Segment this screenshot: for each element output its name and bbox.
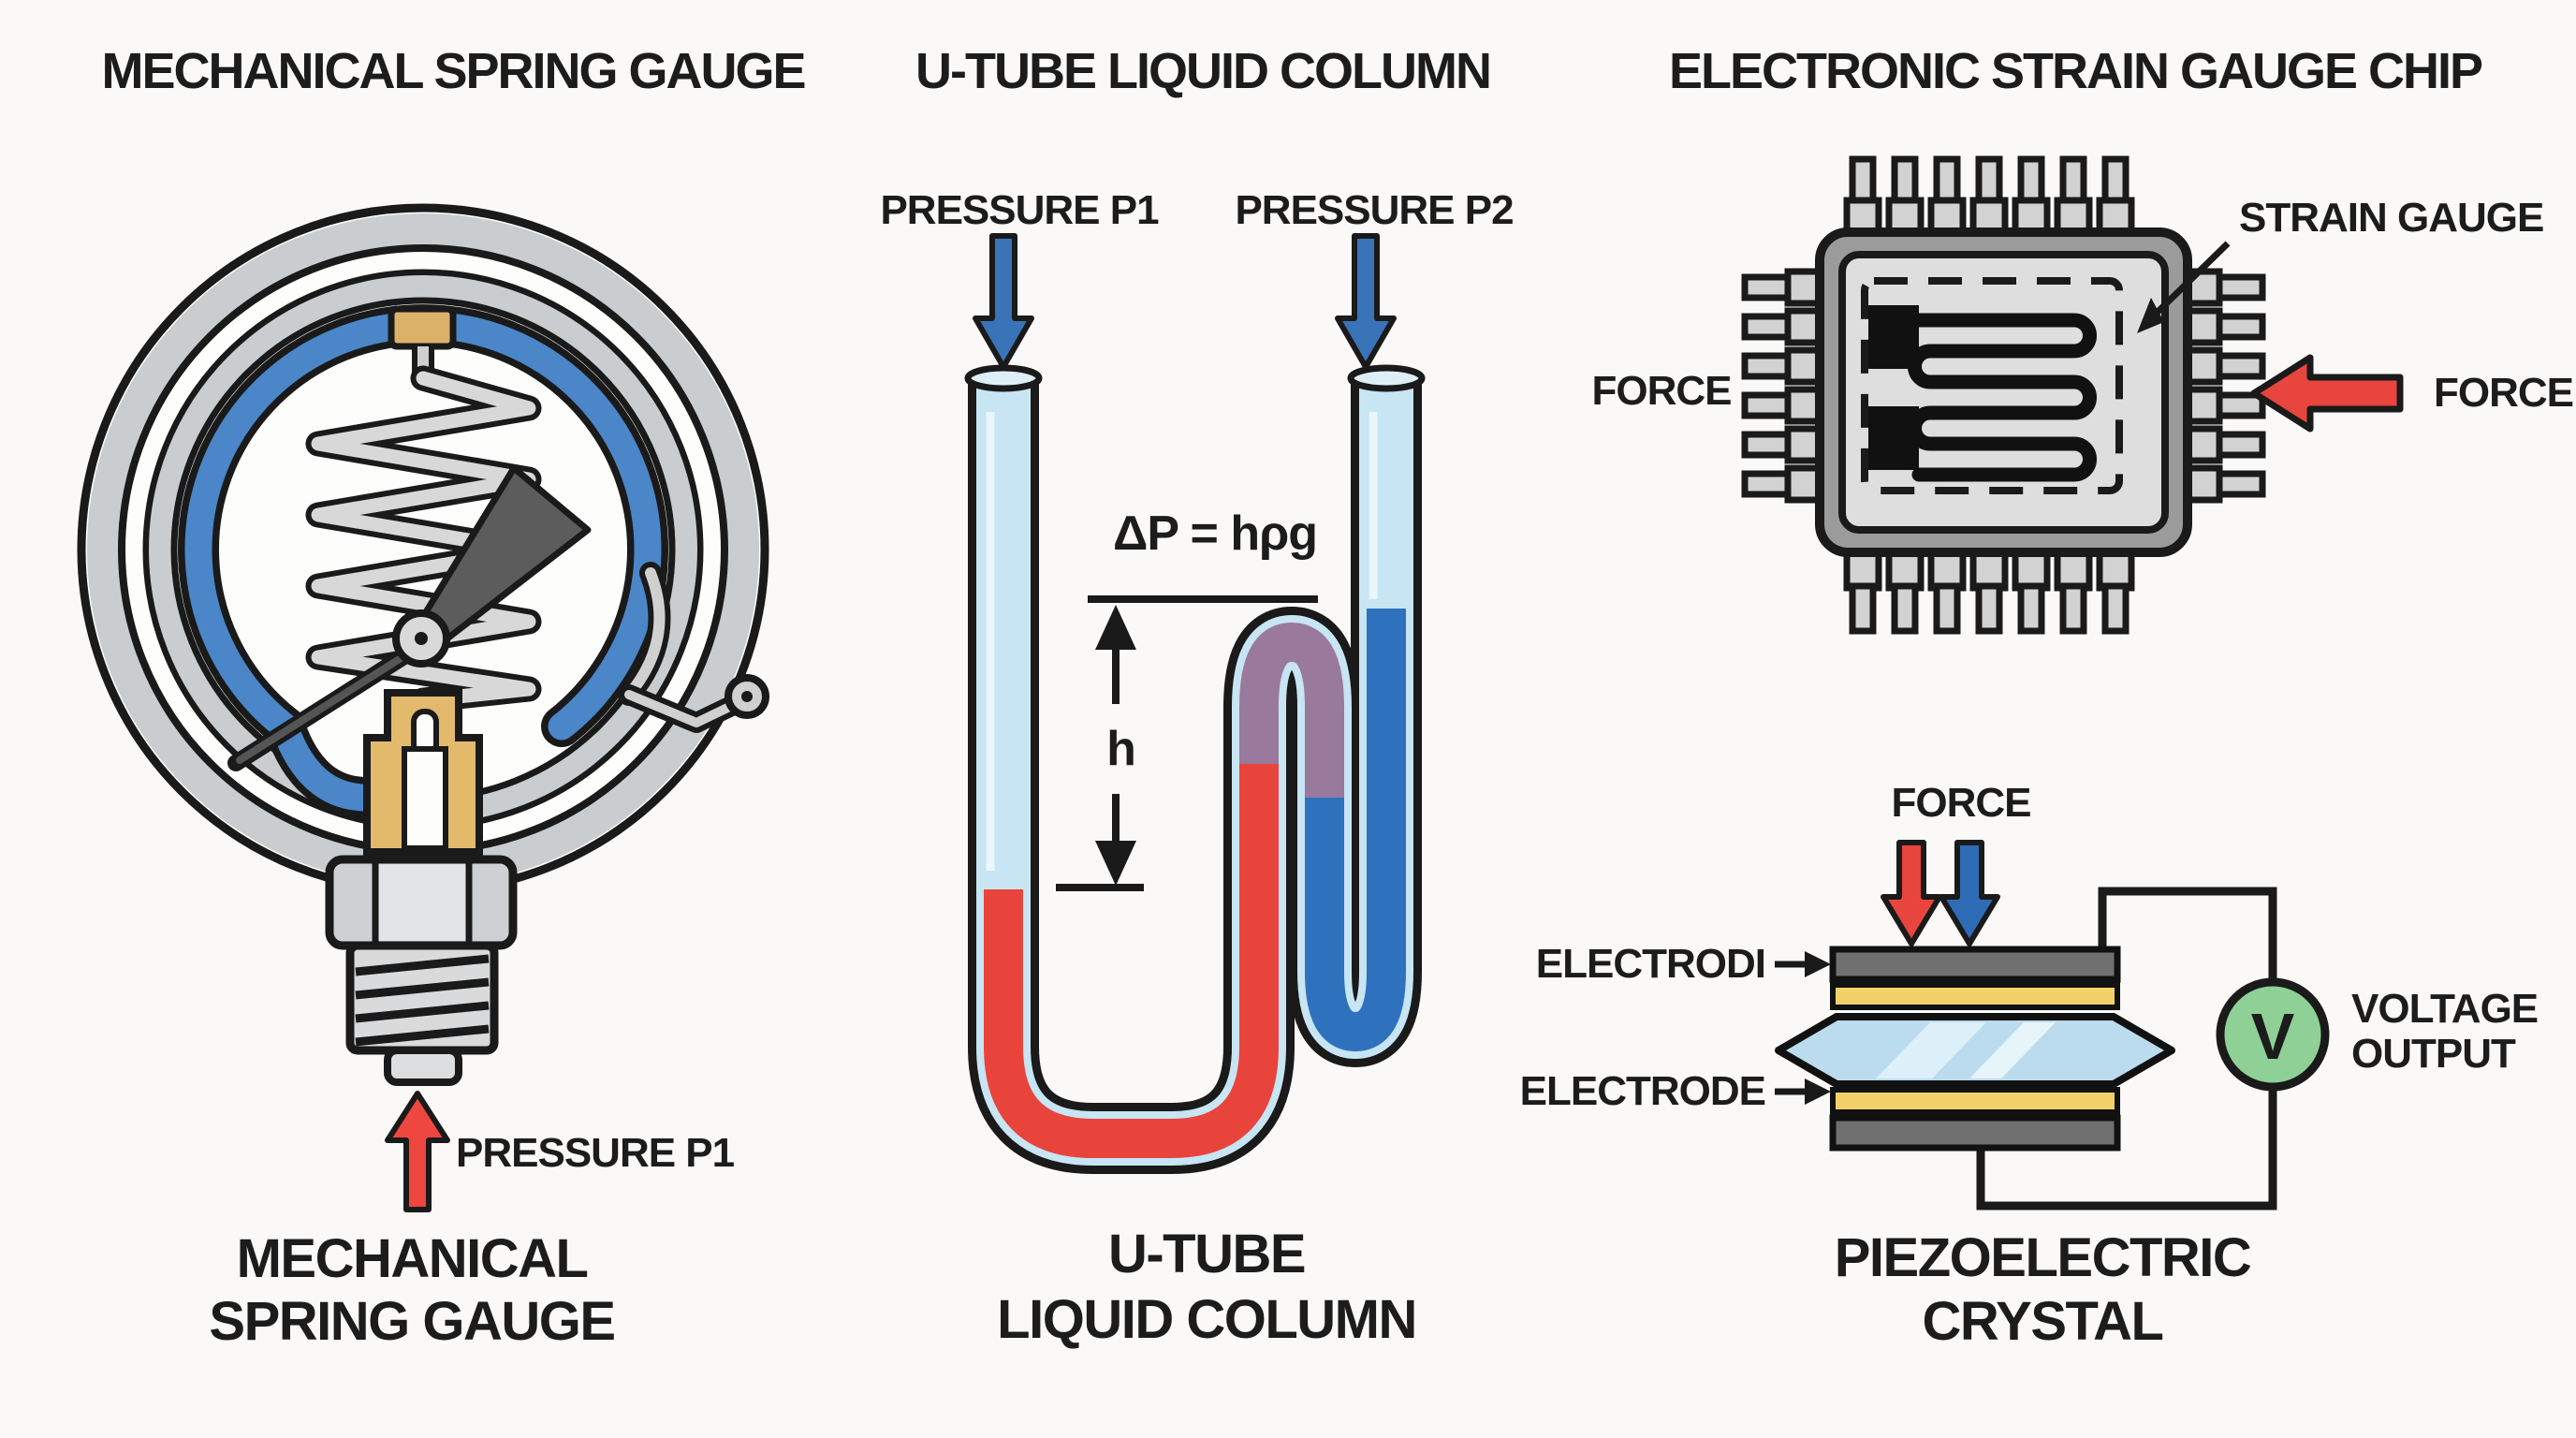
utube-caption-line1: U-TUBE [1107,1224,1307,1284]
thread-2 [355,977,490,1000]
pressure-up-arrow [385,1091,450,1212]
piezo-caption-line2: CRYSTAL [1922,1291,2164,1352]
piezo-crystal [1775,1013,2175,1088]
voltmeter-circle [2216,977,2330,1092]
gauge-title: MECHANICAL SPRING GAUGE [101,43,806,99]
piezo-force-arrow-blue [1939,840,2000,946]
electrode-top-yellow [1830,982,2120,1010]
electrode-bottom-yellow [1830,1087,2120,1115]
voltage-output-line2: OUTPUT [2351,1031,2516,1077]
bourdon-tube [184,311,662,812]
gauge-caption-line2: SPRING GAUGE [209,1291,616,1352]
strain-gauge-callout-line [2146,241,2231,323]
blue-liquid [1305,609,1406,1052]
strain-chip-figure [1741,155,2404,635]
chip-pins-left [1741,268,1823,504]
pressure-p1-arrow [973,233,1034,370]
chip-pins-top [1843,155,2135,240]
fitting-bore-body [402,746,448,851]
utube-formula: ΔP = hρg [1112,506,1318,561]
strain-gauge-label: STRAIN GAUGE [2239,195,2544,241]
stem-tip [384,1047,462,1086]
piezo-caption-line1: PIEZOELECTRIC [1834,1227,2252,1288]
chip-force-left-label: FORCE [1591,368,1733,414]
utube-title: U-TUBE LIQUID COLUMN [915,43,1492,99]
voltage-output-line1: VOLTAGE [2351,986,2539,1032]
needle-pivot-dot [415,632,428,645]
linkage-pin-dot [741,691,753,702]
dim-arrowhead-up [1095,605,1136,650]
utube-pressure-p1-label: PRESSURE P1 [880,187,1159,233]
strain-gauge-callout-arrowhead [2137,298,2164,333]
red-liquid [984,760,1279,1158]
needle [236,640,427,764]
crystal-shine-2 [1969,1022,2056,1078]
gauge-caption-line1: MECHANICAL [236,1228,589,1289]
voltmeter-label: V [2250,1000,2295,1073]
utube-figure [964,233,1426,1174]
electrode-top-gray [1829,946,2121,983]
purple-liquid [1239,622,1344,801]
spring-gauge-figure [77,203,769,1212]
pressure-p2-arrow [1335,233,1397,370]
electrodi-callout-arrowhead [1805,951,1831,977]
chip-pins [1741,155,2266,635]
tube-mouth-left [964,364,1043,392]
force-left-arrow [2250,354,2404,433]
strain-gauge-serpentine [1908,313,2097,482]
thread-4 [355,1024,490,1047]
dim-arrowhead-down [1095,841,1136,886]
crystal-shine-1 [1876,1022,1986,1078]
chip-pins-bottom [1843,549,2135,635]
wire-top [2098,887,2277,981]
gauge-pressure-label: PRESSURE P1 [456,1130,735,1176]
tube-mouth-right [1347,364,1426,392]
piezo-force-label: FORCE [1891,780,2032,826]
piezo-force-arrow-red [1881,840,1942,946]
chip-dashed-boundary [1861,277,2123,494]
piezo-figure [1775,840,2330,1211]
thread-3 [355,1001,490,1023]
utube-caption-line2: LIQUID COLUMN [997,1289,1417,1350]
chip-title: ELECTRONIC STRAIN GAUGE CHIP [1668,43,2483,99]
utube-height-label: h [1106,722,1136,776]
linkage-lever [623,567,666,700]
spring-anchor-block [388,305,457,350]
electrodi-label: ELECTRODI [1535,941,1766,987]
electrode-bottom-gray [1829,1114,2121,1152]
chip-pins-right [2184,268,2266,504]
electrode-label: ELECTRODE [1519,1068,1766,1114]
electrode-callout-arrowhead [1805,1078,1831,1105]
thread-1 [355,954,490,976]
wire-bottom [1976,1088,2277,1211]
chip-force-right-label: FORCE [2434,370,2574,416]
hex-nut-facet [377,864,467,941]
utube-pressure-p2-label: PRESSURE P2 [1235,187,1514,233]
